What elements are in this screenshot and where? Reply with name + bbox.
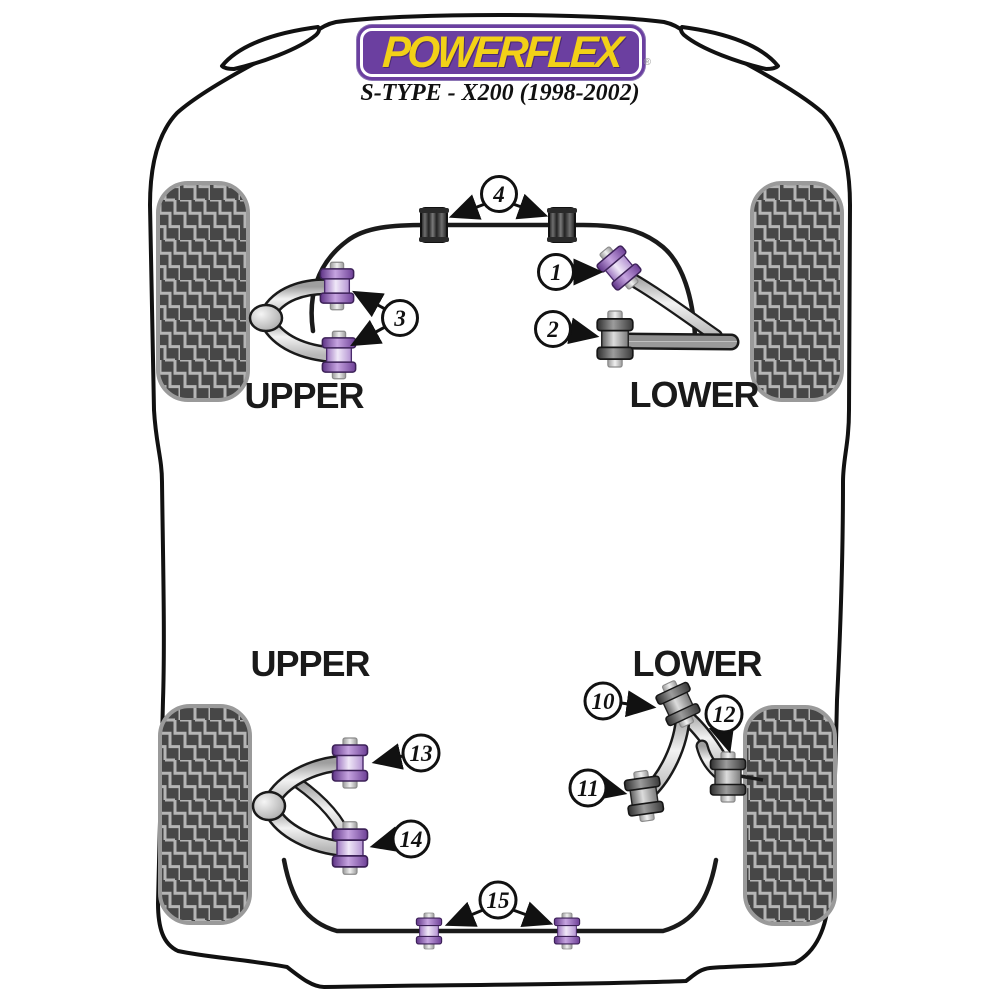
rear-anti-roll-bar xyxy=(281,857,719,934)
svg-text:2: 2 xyxy=(546,317,559,342)
bushing-4b xyxy=(546,207,578,243)
bushing-15a xyxy=(415,912,443,950)
powerflex-logo: POWERFLEX ® xyxy=(360,27,651,77)
tires xyxy=(156,181,844,926)
svg-text:11: 11 xyxy=(577,776,599,801)
arrow-15a xyxy=(444,901,484,927)
callout-12: 12 xyxy=(704,694,744,734)
callout-4: 4 xyxy=(480,175,518,213)
front-lower-label: LOWER xyxy=(630,374,760,415)
callout-10: 10 xyxy=(583,681,623,721)
arrow-11 xyxy=(595,774,628,801)
arrow-10 xyxy=(620,690,657,718)
bushing-13 xyxy=(331,737,369,789)
svg-text:15: 15 xyxy=(487,888,510,913)
callout-1: 1 xyxy=(537,253,575,291)
callout-11: 11 xyxy=(568,768,608,808)
rear-upper-label: UPPER xyxy=(250,643,370,684)
callout-15: 15 xyxy=(478,880,518,920)
tire-front-right xyxy=(750,181,844,402)
bushing-3a xyxy=(319,261,355,311)
powerflex-logo-text: POWERFLEX xyxy=(380,27,622,77)
callout-3: 3 xyxy=(381,299,419,337)
bushing-2 xyxy=(596,310,634,368)
left-mirror-lens xyxy=(220,25,322,71)
svg-text:13: 13 xyxy=(410,741,433,766)
rear-wishbone-balljoint xyxy=(251,790,287,822)
bushing-3b xyxy=(321,330,357,380)
callout-13: 13 xyxy=(401,733,441,773)
svg-text:1: 1 xyxy=(550,260,562,285)
bushing-15b xyxy=(553,912,581,950)
arrow-3a xyxy=(352,290,386,318)
svg-text:10: 10 xyxy=(592,689,616,714)
svg-text:3: 3 xyxy=(393,306,406,331)
bushing-14 xyxy=(331,820,369,876)
front-wishbone-balljoint xyxy=(248,303,284,333)
callout-2: 2 xyxy=(534,310,572,348)
rear-lower-label: LOWER xyxy=(633,643,763,684)
arrow-13 xyxy=(371,743,404,770)
right-mirror-lens xyxy=(678,25,780,71)
callout-14: 14 xyxy=(391,819,431,859)
arrow-2 xyxy=(567,317,600,345)
arrow-15b xyxy=(512,901,554,928)
tire-rear-left xyxy=(158,704,252,925)
registered-trademark-mark: ® xyxy=(643,57,651,68)
arrow-4b xyxy=(512,193,549,220)
vehicle-model-subtitle: S-TYPE - X200 (1998-2002) xyxy=(360,80,640,106)
tire-rear-right xyxy=(743,705,837,926)
svg-text:4: 4 xyxy=(492,182,505,207)
rear-axle-stub xyxy=(739,774,764,782)
arrow-3b xyxy=(350,319,386,347)
arrow-14 xyxy=(369,826,403,853)
arrow-4a xyxy=(448,194,486,220)
arrow-12 xyxy=(708,720,735,754)
bushing-4a xyxy=(418,207,450,243)
tire-front-left xyxy=(156,181,250,402)
front-upper-label: UPPER xyxy=(244,375,364,416)
callouts: 1 2 3 4 10 11 12 13 xyxy=(381,175,744,920)
svg-text:14: 14 xyxy=(400,827,423,852)
callout-arrows xyxy=(350,193,735,928)
bushing-12 xyxy=(709,751,747,803)
svg-text:12: 12 xyxy=(713,702,736,727)
